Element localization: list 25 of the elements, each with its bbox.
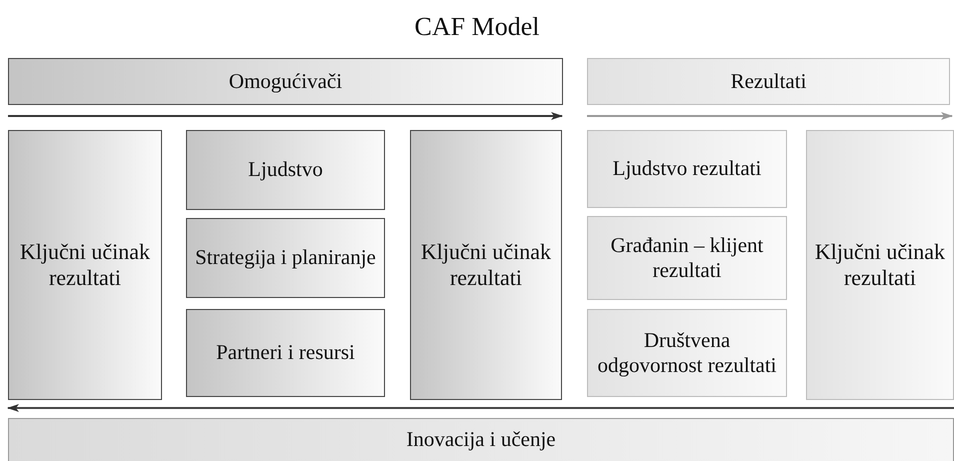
- box-label: Strategija i planiranje: [195, 245, 376, 271]
- box-label: Omogućivači: [228, 68, 342, 94]
- box-label: Društvena odgovornost rezultati: [596, 328, 778, 378]
- process-box: [186, 218, 385, 298]
- process-box: [587, 130, 787, 208]
- process-box: [587, 216, 787, 300]
- process-box: [8, 130, 162, 400]
- box-label: Ključni učinak rezultati: [420, 238, 552, 292]
- box-label: Ključni učinak rezultati: [18, 238, 152, 292]
- box-label: Rezultati: [730, 68, 806, 94]
- box-label: Ključni učinak rezultati: [814, 238, 946, 292]
- process-box: [806, 130, 954, 400]
- process-box: [8, 418, 954, 461]
- process-box: [587, 58, 950, 105]
- box-label: Ljudstvo rezultati: [612, 156, 762, 182]
- diagram-title: CAF Model: [414, 12, 540, 42]
- process-box: [8, 58, 563, 105]
- process-box: [186, 309, 385, 397]
- box-label: Partneri i resursi: [216, 340, 355, 366]
- box-label: Inovacija i učenje: [406, 427, 556, 453]
- process-box: [410, 130, 562, 400]
- process-box: [587, 309, 787, 397]
- box-label: Ljudstvo: [248, 157, 323, 183]
- box-label: Građanin – klijent rezultati: [610, 232, 764, 284]
- process-box: [186, 130, 385, 210]
